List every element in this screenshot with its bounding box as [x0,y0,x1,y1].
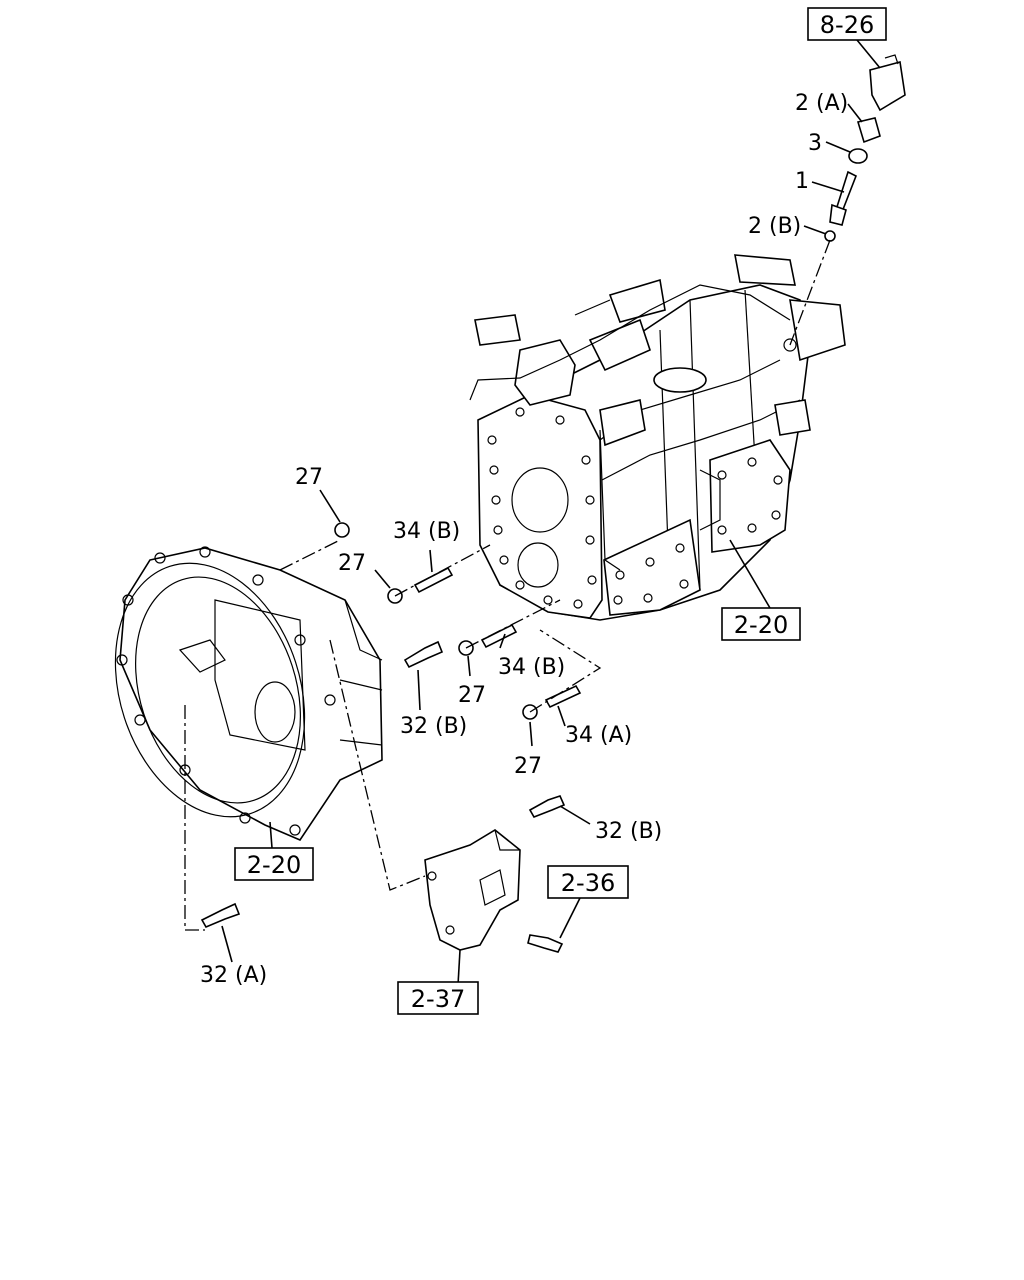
speedometer-sensor [869,54,906,112]
callout-32b-b: 32 (B) [595,819,662,844]
callout-ref-2-37: 2-37 [411,985,465,1013]
callout-2b: 2 (B) [748,214,801,239]
callout-27-b: 27 [338,551,366,576]
callout-labels: 8-26 2-20 2-20 2-36 2-37 2 (A) 3 1 2 (B)… [200,7,887,1015]
nut [334,522,350,538]
callout-2a: 2 (A) [795,91,848,116]
callout-27-a: 27 [295,465,323,490]
ref-box-8-26 [807,7,887,41]
callout-ref-2-20-left: 2-20 [247,851,301,879]
flange-bolt [527,934,564,953]
callout-27-d: 27 [514,754,542,779]
stud-bolt [413,566,454,594]
clutch-housing [114,546,383,841]
callout-34a: 34 (A) [565,723,632,748]
leader-lines [221,39,881,986]
callout-ref-2-36: 2-36 [561,869,615,897]
mounting-bracket [424,829,521,951]
ref-box-2-20-left [234,847,314,881]
o-ring [848,148,868,164]
ref-box-2-20-right [721,607,801,641]
callout-27-c: 27 [458,683,486,708]
sleeve [856,117,881,144]
callout-1: 1 [795,169,809,194]
callout-ref-8-26: 8-26 [820,11,874,39]
flange-bolt-group [200,640,566,953]
assembly-lines [184,239,831,931]
flange-bolt [528,795,566,818]
ref-box-2-37 [397,981,479,1015]
callout-32a: 32 (A) [200,963,267,988]
washer [824,230,836,242]
callout-32b-a: 32 (B) [400,714,467,739]
stud-bolt [480,623,518,649]
flange-bolt [403,640,444,669]
stud-bolt [544,684,582,709]
ref-box-2-36 [547,865,629,899]
stud-bolt-group [413,566,582,709]
flange-bolt [200,902,241,929]
callout-34b-a: 34 (B) [393,519,460,544]
callout-ref-2-20-right: 2-20 [734,611,788,639]
driven-gear [829,170,858,226]
callout-3: 3 [808,131,822,156]
transmission-assembly [469,254,846,621]
callout-34b-b: 34 (B) [498,655,565,680]
